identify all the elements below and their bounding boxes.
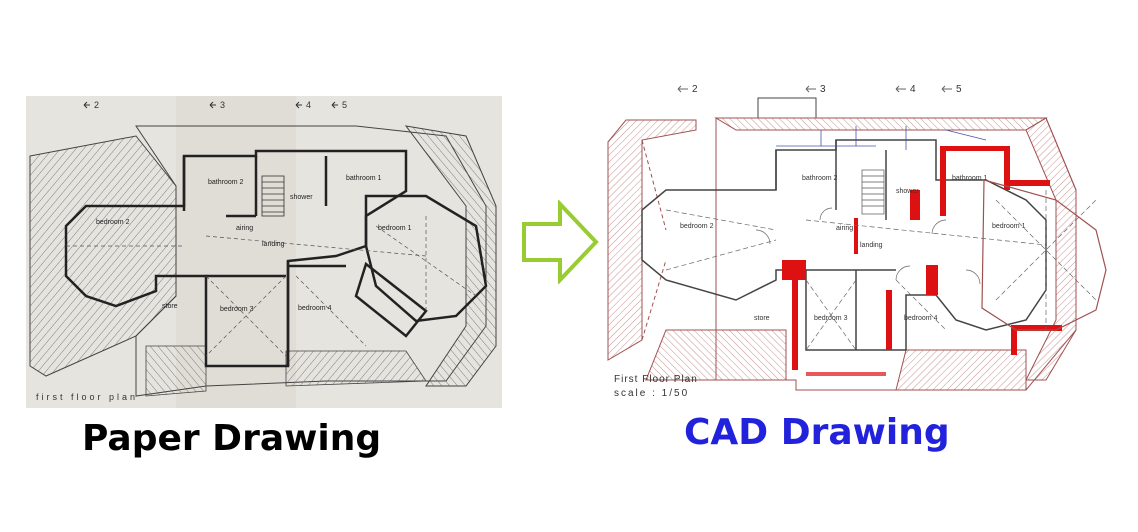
hollow-right-arrow-icon: [522, 200, 599, 284]
cad-room-labels: bathroom 2 bathroom 1 shower bedroom 2 b…: [680, 175, 1026, 322]
cad-roof: [607, 117, 1077, 391]
paper-drawing-caption: Paper Drawing: [82, 418, 382, 459]
cad-chimney: [757, 97, 817, 119]
paper-walls: [64, 149, 488, 368]
cad-floor-plan: 2 3 4 5: [607, 84, 1107, 399]
cad-plan-title: First Floor Plan: [614, 374, 698, 385]
paper-label-bathroom-1: bathroom 1: [346, 175, 382, 182]
paper-roof: [29, 125, 497, 397]
paper-label-bedroom-4: bedroom 4: [298, 305, 332, 312]
cad-bay-window: [981, 179, 1107, 331]
cad-label-store: store: [754, 315, 770, 322]
cad-label-airing: airing: [836, 225, 853, 232]
paper-label-landing: landing: [262, 241, 285, 248]
paper-stairs: [261, 175, 285, 217]
cad-section-mark-3: 3: [820, 84, 826, 95]
cad-plan-scale: scale : 1/50: [614, 388, 689, 399]
cad-label-bathroom-1: bathroom 1: [952, 175, 988, 182]
paper-label-bathroom-2: bathroom 2: [208, 179, 244, 186]
cad-label-bedroom-2: bedroom 2: [680, 223, 714, 230]
paper-label-shower: shower: [290, 194, 313, 201]
paper-plan-title: first floor plan: [36, 392, 138, 402]
cad-label-bedroom-1: bedroom 1: [992, 223, 1026, 230]
cad-label-landing: landing: [860, 242, 883, 249]
paper-section-marks: 2 3 4 5: [83, 100, 347, 110]
paper-label-airing: airing: [236, 225, 253, 232]
section-mark-2: 2: [94, 100, 99, 110]
cad-label-shower: shower: [896, 188, 919, 195]
cad-plumbing: [776, 126, 987, 150]
paper-label-bedroom-1: bedroom 1: [378, 225, 412, 232]
cad-section-mark-2: 2: [692, 84, 698, 95]
cad-walls: [641, 139, 1047, 351]
paper-label-bedroom-2: bedroom 2: [96, 219, 130, 226]
cad-drawing-image: 2 3 4 5: [606, 80, 1126, 400]
cad-door-swings: [755, 207, 981, 285]
section-mark-4: 4: [306, 100, 311, 110]
paper-label-bedroom-3: bedroom 3: [220, 306, 254, 313]
cad-stairs: [861, 169, 885, 215]
paper-room-labels: bathroom 2 bathroom 1 shower bedroom 2 b…: [96, 175, 412, 313]
cad-section-mark-4: 4: [910, 84, 916, 95]
cad-drawing-caption: CAD Drawing: [684, 412, 950, 453]
cad-new-walls: [782, 146, 1062, 376]
cad-label-bedroom-4: bedroom 4: [904, 315, 938, 322]
section-mark-3: 3: [220, 100, 225, 110]
cad-section-mark-5: 5: [956, 84, 962, 95]
cad-section-marks: 2 3 4 5: [677, 84, 962, 95]
cad-label-bathroom-2: bathroom 2: [802, 175, 838, 182]
section-mark-5: 5: [342, 100, 347, 110]
paper-drawing-image: 2 3 4 5: [26, 96, 502, 408]
paper-label-store: store: [162, 303, 178, 310]
paper-hip-lines: [66, 216, 477, 357]
cad-label-bedroom-3: bedroom 3: [814, 315, 848, 322]
cad-hip-lines: [665, 190, 1097, 351]
paper-floor-plan: 2 3 4 5: [26, 96, 502, 408]
